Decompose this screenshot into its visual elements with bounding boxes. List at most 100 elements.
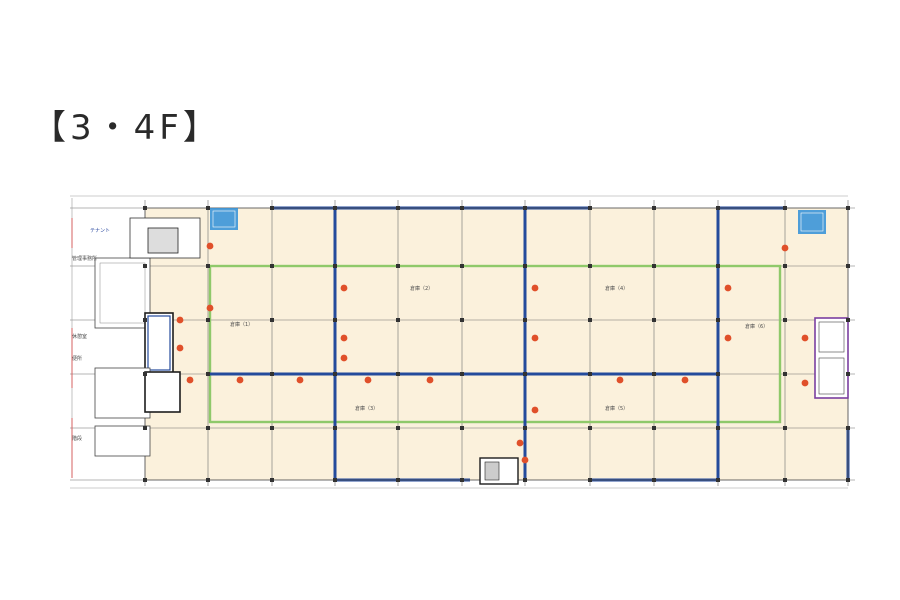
fire-marker	[176, 316, 184, 324]
stair-top-left	[210, 208, 238, 230]
column	[523, 264, 527, 268]
fire-marker	[801, 334, 809, 342]
fire-marker	[521, 456, 529, 464]
column	[716, 318, 720, 322]
fire-marker	[516, 439, 524, 447]
fire-marker	[176, 344, 184, 352]
column	[652, 318, 656, 322]
column	[716, 478, 720, 482]
column	[460, 264, 464, 268]
fire-marker	[681, 376, 689, 384]
column	[206, 372, 210, 376]
column	[523, 478, 527, 482]
fire-marker	[206, 242, 214, 250]
column	[396, 318, 400, 322]
fire-marker	[616, 376, 624, 384]
column	[143, 318, 147, 322]
column	[523, 426, 527, 430]
column	[846, 426, 850, 430]
note-4: 便所	[72, 355, 82, 362]
column	[460, 206, 464, 210]
column	[270, 264, 274, 268]
column	[783, 318, 787, 322]
column	[783, 206, 787, 210]
note-5: 階段	[72, 435, 82, 442]
stair-top-right	[798, 210, 826, 234]
column	[716, 264, 720, 268]
fire-marker	[206, 304, 214, 312]
column	[652, 478, 656, 482]
column	[143, 206, 147, 210]
column	[588, 206, 592, 210]
column	[846, 318, 850, 322]
column	[333, 372, 337, 376]
note-2: 管理事務所	[72, 255, 97, 262]
column	[716, 426, 720, 430]
column	[783, 372, 787, 376]
right-core	[814, 317, 849, 399]
left-notes: テナント 管理事務所 休憩室 便所 階段	[72, 228, 110, 442]
zone-labels: 倉庫（1） 倉庫（2） 倉庫（3） 倉庫（4） 倉庫（5） 倉庫（6）	[230, 285, 768, 412]
column	[143, 264, 147, 268]
column	[270, 478, 274, 482]
zone-label-4: 倉庫（4）	[605, 285, 628, 292]
fire-marker	[364, 376, 372, 384]
column	[333, 426, 337, 430]
column	[846, 264, 850, 268]
column	[588, 478, 592, 482]
note-3: 休憩室	[72, 333, 87, 340]
floor-plan: 倉庫（1） 倉庫（2） 倉庫（3） 倉庫（4） 倉庫（5） 倉庫（6） テナント…	[70, 195, 855, 489]
column	[523, 372, 527, 376]
column	[270, 426, 274, 430]
fire-marker	[781, 244, 789, 252]
column	[270, 372, 274, 376]
column	[460, 372, 464, 376]
column	[333, 206, 337, 210]
column	[333, 318, 337, 322]
zone-label-3: 倉庫（3）	[355, 405, 378, 412]
zone-label-2: 倉庫（2）	[410, 285, 433, 292]
column	[396, 264, 400, 268]
column	[588, 318, 592, 322]
note-1: テナント	[90, 228, 110, 234]
floor-title: 【3・4F】	[32, 108, 221, 148]
column	[206, 264, 210, 268]
column	[846, 478, 850, 482]
column	[396, 478, 400, 482]
column	[588, 426, 592, 430]
fire-marker	[531, 334, 539, 342]
fire-marker	[186, 376, 194, 384]
column	[206, 206, 210, 210]
column	[143, 478, 147, 482]
zone-label-6: 倉庫（6）	[745, 323, 768, 330]
fire-marker	[531, 406, 539, 414]
left-core	[94, 217, 201, 457]
column	[523, 206, 527, 210]
column	[206, 478, 210, 482]
column	[396, 206, 400, 210]
column	[523, 318, 527, 322]
fire-marker	[724, 284, 732, 292]
column	[333, 478, 337, 482]
column	[846, 372, 850, 376]
floor-area	[145, 208, 848, 480]
column	[206, 426, 210, 430]
fire-marker	[801, 379, 809, 387]
column	[588, 264, 592, 268]
fire-marker	[296, 376, 304, 384]
column	[652, 372, 656, 376]
fire-marker	[724, 334, 732, 342]
fire-marker	[236, 376, 244, 384]
column	[716, 372, 720, 376]
green-route	[208, 264, 782, 424]
zone-label-1: 倉庫（1）	[230, 321, 253, 328]
column	[783, 264, 787, 268]
fire-marker	[426, 376, 434, 384]
column	[206, 318, 210, 322]
column	[716, 206, 720, 210]
columns	[143, 206, 850, 482]
column	[460, 426, 464, 430]
bottom-core	[479, 457, 519, 485]
column	[588, 372, 592, 376]
column	[460, 478, 464, 482]
